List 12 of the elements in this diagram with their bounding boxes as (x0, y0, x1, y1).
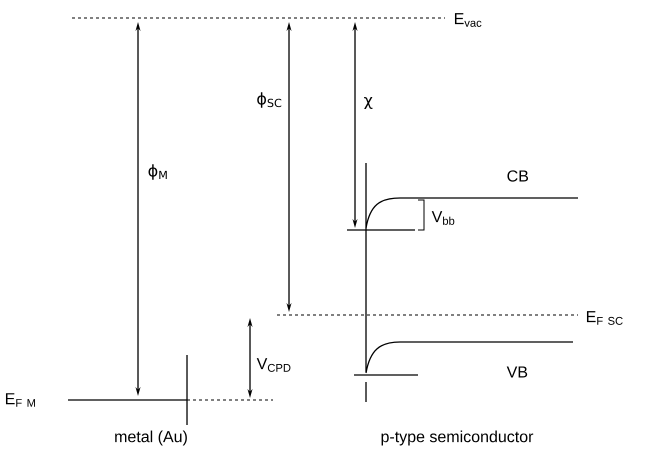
quantity-label: V$_{CPD}$ (256, 358, 290, 372)
quantity-label: ϕ$_{M}$ (148, 164, 167, 180)
level-label: $\mathrm{E}_{\mathrm{F\ M}}$ (6, 393, 36, 407)
region-label: metal (Au) (115, 430, 187, 446)
quantity-label: ϕ$_{SC}$ (257, 92, 282, 108)
quantity-label: V$_{bb}$ (432, 211, 454, 225)
level-label: E$_{vac}$ (454, 13, 482, 27)
level-label: $\mathrm{E}_{\mathrm{F\ SC}}$ (586, 311, 623, 325)
band-label: CB (507, 170, 528, 182)
band-label: VB (506, 366, 528, 378)
region-label: p-type semiconductor (382, 430, 534, 446)
quantity-label: χ (364, 96, 372, 110)
